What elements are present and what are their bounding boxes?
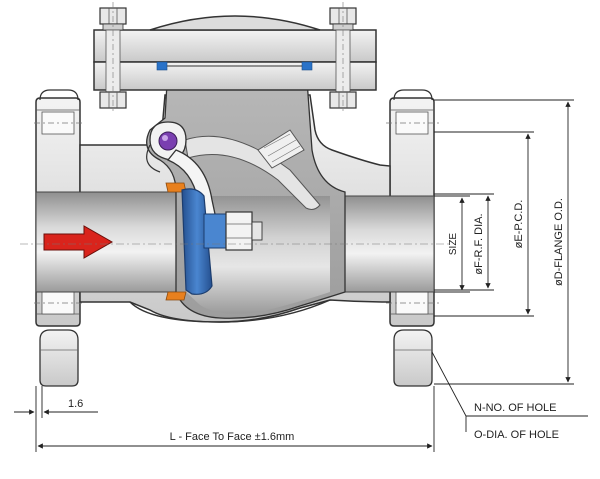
label-size: SIZE: [448, 233, 459, 256]
label-flange-od: øD-FLANGE O.D.: [553, 198, 565, 286]
valve-body: [35, 65, 435, 323]
bonnet-bolts: [99, 2, 357, 112]
label-rf-dia: øF-R.F. DIA.: [473, 213, 485, 274]
swing-mechanism: [149, 121, 321, 301]
label-no-of-hole: N-NO. OF HOLE: [474, 402, 557, 414]
bottom-dimensions: [14, 351, 588, 452]
label-pcd: øE-P.C.D.: [513, 200, 525, 249]
label-rf-height: 1.6: [68, 398, 83, 410]
flow-direction-arrow: [43, 225, 114, 259]
label-dia-of-hole: O-DIA. OF HOLE: [474, 429, 559, 441]
bonnet-cover: [93, 15, 377, 91]
label-face-to-face: L - Face To Face ±1.6mm: [170, 431, 295, 443]
hinge-pin: [158, 131, 178, 151]
vertical-dimensions: [434, 99, 574, 385]
